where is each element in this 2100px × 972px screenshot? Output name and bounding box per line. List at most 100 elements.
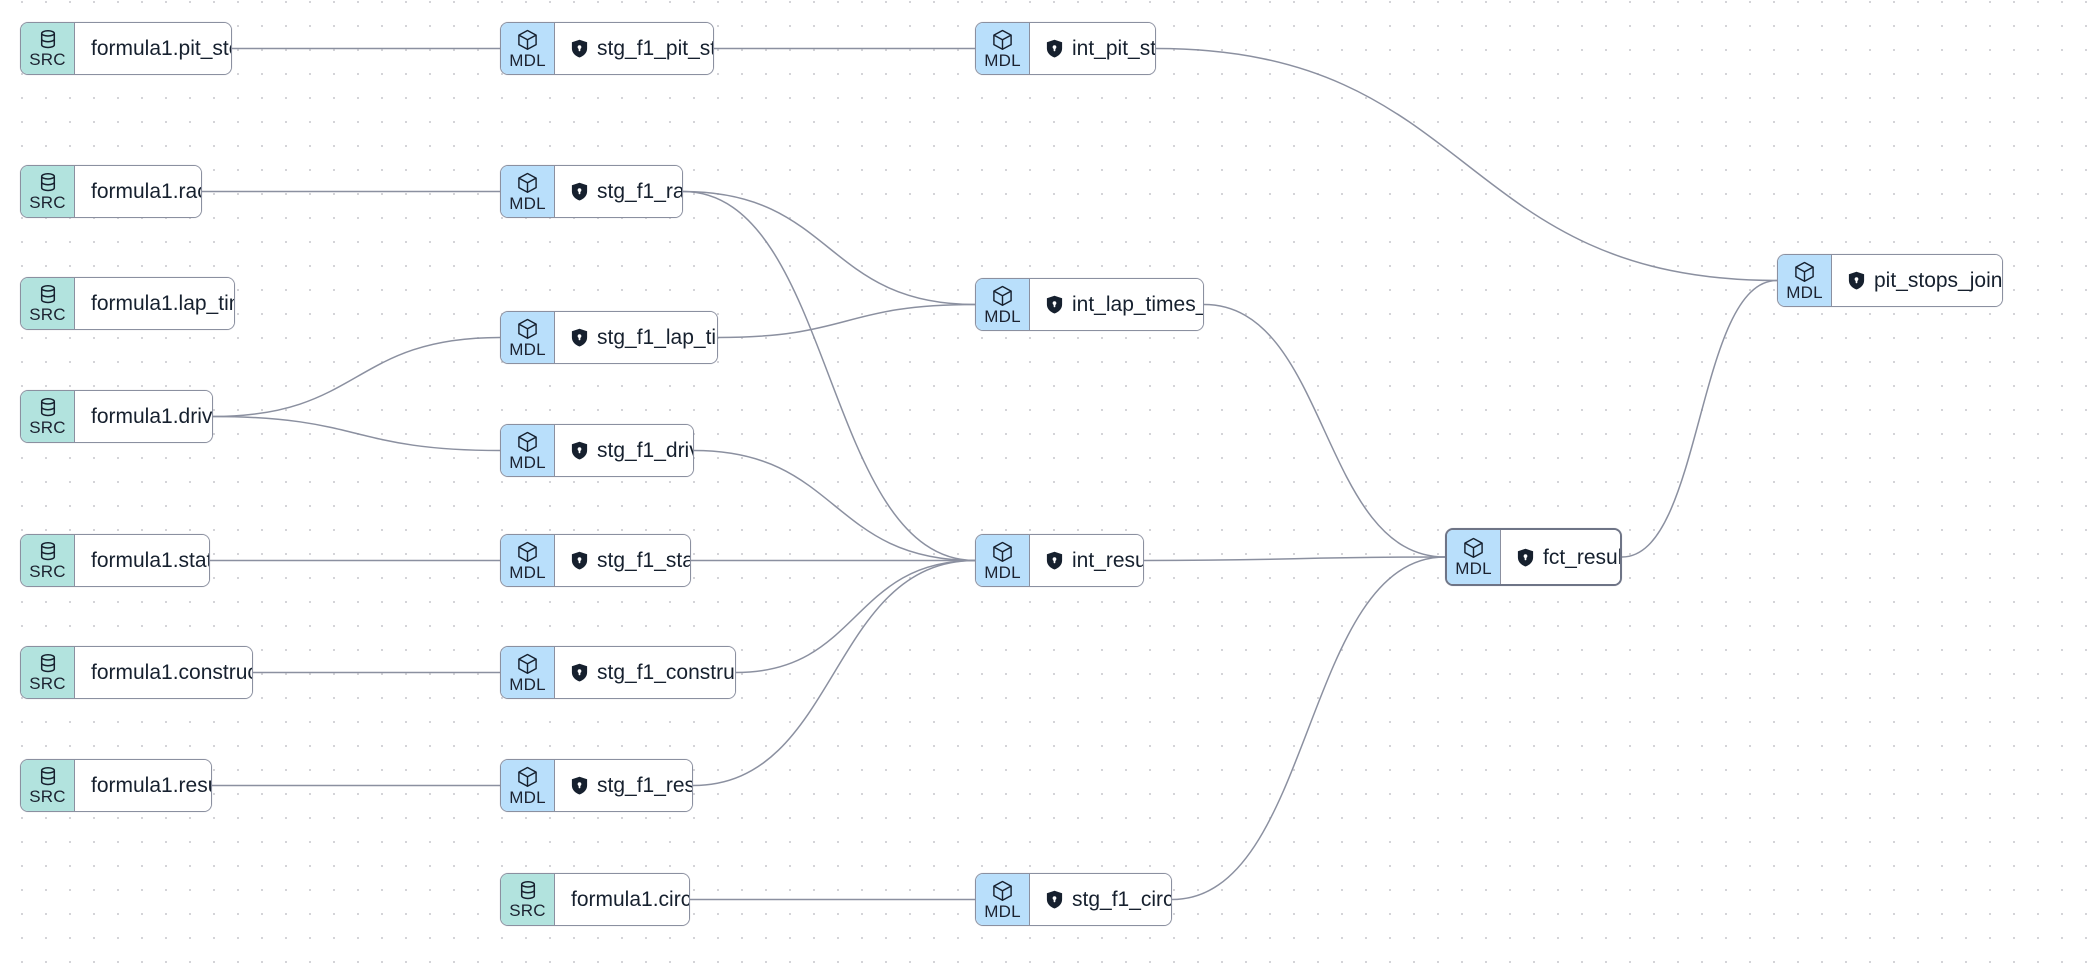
node-label: formula1.lap_times xyxy=(91,292,234,315)
node-label: formula1.constructors xyxy=(91,661,252,684)
node-label: pit_stops_joined xyxy=(1874,269,2003,292)
source-type-badge: SRC xyxy=(21,278,75,329)
node-kind-label: MDL xyxy=(509,562,546,582)
node-body: stg_f1_constructors xyxy=(555,647,735,698)
graph-edge-int_lap_times-to-fct_results xyxy=(1203,303,1446,558)
node-kind-label: MDL xyxy=(984,901,1021,921)
node-kind-label: SRC xyxy=(29,562,66,581)
shield-lock-icon xyxy=(571,441,588,460)
cube-icon xyxy=(518,172,537,193)
node-body: formula1.races xyxy=(75,166,201,217)
cube-icon xyxy=(518,541,537,562)
cube-icon xyxy=(518,766,537,787)
graph-node-src_results[interactable]: SRC formula1.results xyxy=(20,759,212,812)
node-kind-label: SRC xyxy=(29,305,66,324)
source-type-badge: SRC xyxy=(21,23,75,74)
graph-node-stg_pit_stops[interactable]: MDL stg_f1_pit_stops xyxy=(500,22,714,75)
graph-node-src_circuits[interactable]: SRC formula1.circuits xyxy=(500,873,690,926)
graph-node-src_pit_stops[interactable]: SRC formula1.pit_stops xyxy=(20,22,232,75)
graph-node-src_status[interactable]: SRC formula1.status xyxy=(20,534,210,587)
node-label: int_pit_stops xyxy=(1072,37,1156,60)
cube-icon xyxy=(518,318,537,339)
node-body: int_pit_stops xyxy=(1030,23,1156,74)
node-label: stg_f1_circuits xyxy=(1072,888,1172,911)
database-icon xyxy=(520,881,535,900)
model-type-badge: MDL xyxy=(501,647,555,698)
graph-edge-int_results-to-fct_results xyxy=(1143,556,1446,562)
shield-lock-icon xyxy=(571,39,588,58)
node-label: formula1.status xyxy=(91,549,209,572)
node-body: stg_f1_drivers xyxy=(555,425,693,476)
node-label: formula1.pit_stops xyxy=(91,37,231,60)
graph-edge-int_pit_stops-to-pit_stops_joined xyxy=(1155,47,1778,282)
graph-edge-fct_results-to-pit_stops_joined xyxy=(1621,279,1778,558)
database-icon xyxy=(40,30,55,49)
graph-edge-stg_drivers-to-int_results xyxy=(693,449,976,562)
node-kind-label: MDL xyxy=(509,787,546,807)
source-type-badge: SRC xyxy=(21,391,75,442)
source-type-badge: SRC xyxy=(501,874,555,925)
node-kind-label: MDL xyxy=(509,50,546,70)
shield-lock-icon xyxy=(1046,551,1063,570)
node-label: formula1.circuits xyxy=(571,888,689,911)
shield-lock-icon xyxy=(1517,548,1534,566)
database-icon xyxy=(40,398,55,417)
shield-lock-icon xyxy=(571,328,588,347)
node-label: fct_results xyxy=(1543,545,1622,569)
model-type-badge: MDL xyxy=(501,760,555,811)
shield-lock-icon xyxy=(1848,271,1865,290)
graph-node-int_pit_stops[interactable]: MDL int_pit_stops xyxy=(975,22,1156,75)
model-type-badge: MDL xyxy=(976,279,1030,330)
node-label: formula1.races xyxy=(91,180,201,203)
node-body: stg_f1_results xyxy=(555,760,693,811)
graph-node-stg_results[interactable]: MDL stg_f1_results xyxy=(500,759,693,812)
node-body: stg_f1_pit_stops xyxy=(555,23,713,74)
graph-node-pit_stops_joined[interactable]: MDL pit_stops_joined xyxy=(1777,254,2003,307)
node-kind-label: SRC xyxy=(29,787,66,806)
shield-lock-icon xyxy=(571,551,588,570)
node-label: formula1.drivers xyxy=(91,405,213,428)
graph-node-src_drivers[interactable]: SRC formula1.drivers xyxy=(20,390,213,443)
shield-lock-icon xyxy=(1046,39,1063,58)
node-body: pit_stops_joined xyxy=(1832,255,2003,306)
node-body: formula1.lap_times xyxy=(75,278,234,329)
node-label: stg_f1_status xyxy=(597,549,690,572)
node-body: formula1.results xyxy=(75,760,211,811)
model-type-badge: MDL xyxy=(976,535,1030,586)
graph-edge-stg_races-to-int_lap_times xyxy=(682,190,976,306)
graph-node-fct_results[interactable]: MDL fct_results xyxy=(1445,528,1622,586)
node-kind-label: SRC xyxy=(509,901,546,920)
cube-icon xyxy=(1795,261,1814,282)
cube-icon xyxy=(518,431,537,452)
node-label: stg_f1_constructors xyxy=(597,661,735,684)
graph-node-stg_circuits[interactable]: MDL stg_f1_circuits xyxy=(975,873,1172,926)
graph-node-src_lap_times[interactable]: SRC formula1.lap_times xyxy=(20,277,235,330)
node-body: formula1.constructors xyxy=(75,647,252,698)
node-label: stg_f1_results xyxy=(597,774,693,797)
source-type-badge: SRC xyxy=(21,760,75,811)
node-label: stg_f1_pit_stops xyxy=(597,37,713,60)
node-kind-label: MDL xyxy=(1455,559,1492,578)
database-icon xyxy=(40,542,55,561)
shield-lock-icon xyxy=(571,776,588,795)
model-type-badge: MDL xyxy=(1778,255,1832,306)
node-label: stg_f1_drivers xyxy=(597,439,693,462)
graph-node-stg_status[interactable]: MDL stg_f1_status xyxy=(500,534,691,587)
cube-icon xyxy=(518,653,537,674)
model-type-badge: MDL xyxy=(976,23,1030,74)
cube-icon xyxy=(993,285,1012,306)
node-kind-label: MDL xyxy=(984,306,1021,326)
shield-lock-icon xyxy=(1046,295,1063,314)
database-icon xyxy=(40,285,55,304)
graph-node-stg_constructors[interactable]: MDL stg_f1_constructors xyxy=(500,646,736,699)
database-icon xyxy=(40,173,55,192)
